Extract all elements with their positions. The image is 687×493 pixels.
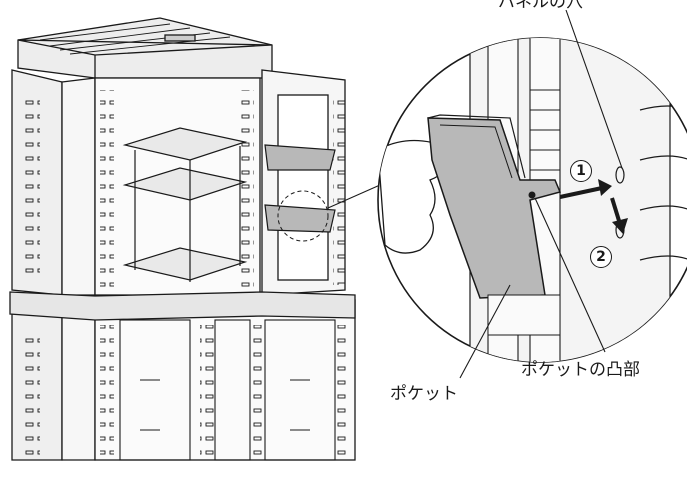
pocket-protrusion-label: ポケットの凸部 <box>521 360 640 380</box>
pocket <box>427 117 562 299</box>
zoom-detail <box>377 37 687 363</box>
step-1-marker: 1 <box>570 160 592 182</box>
arrow-1 <box>559 179 612 199</box>
shelves <box>122 127 248 282</box>
lower-doors <box>119 319 336 461</box>
door-pockets <box>264 144 336 233</box>
panel-slots <box>22 90 349 455</box>
panel-hole-label: パネルの穴 <box>498 0 583 12</box>
zoom-leader <box>327 184 381 209</box>
step-2-marker: 2 <box>590 246 612 268</box>
storage-cabinet <box>9 17 356 461</box>
pocket-label: ポケット <box>390 384 458 404</box>
pocket-protrusion-dot <box>528 191 536 199</box>
label-leaders <box>459 9 623 379</box>
highlight-circle <box>277 190 329 242</box>
arrow-2 <box>610 197 628 234</box>
